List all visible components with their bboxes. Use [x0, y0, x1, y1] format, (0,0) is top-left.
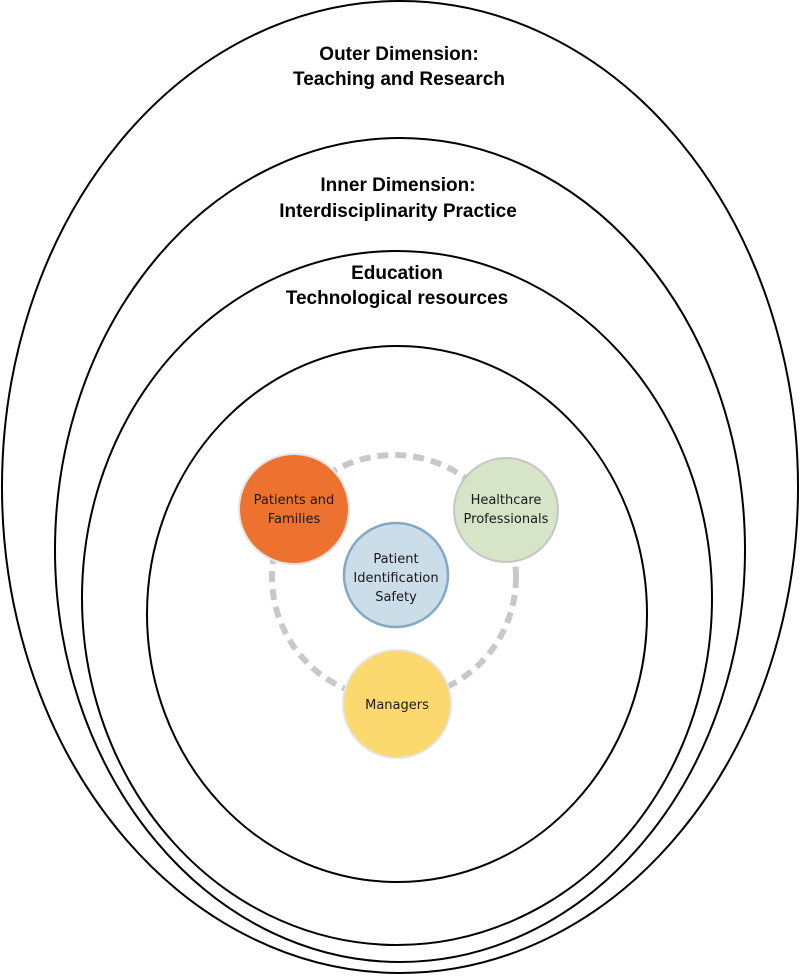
resources-label-line1: Education	[351, 263, 443, 284]
resources-label-line2: Technological resources	[286, 288, 508, 309]
dashed-connector-ring	[269, 452, 519, 702]
managers-circle	[342, 649, 452, 759]
healthcare-professionals-circle	[453, 457, 559, 563]
inner-dimension-label-line1: Inner Dimension:	[320, 175, 475, 196]
outer-dimension-label-line2: Teaching and Research	[293, 69, 505, 90]
node-patients-families: Patients and Families	[238, 453, 350, 565]
patient-safety-label-line1: Patient	[373, 552, 418, 567]
core-ellipse	[146, 345, 648, 883]
patients-families-circle	[238, 453, 350, 565]
patient-safety-label-line2: Identification	[353, 571, 438, 586]
outer-dimension-label-line1: Outer Dimension:	[319, 44, 478, 65]
managers-label: Managers	[365, 698, 429, 713]
node-healthcare-professionals: Healthcare Professionals	[453, 457, 559, 563]
healthcare-professionals-label-line1: Healthcare	[471, 493, 542, 508]
healthcare-professionals-label-line2: Professionals	[464, 512, 549, 527]
inner-dimension-label-line2: Interdisciplinarity Practice	[279, 201, 517, 222]
inner-dimension-ellipse	[54, 137, 746, 963]
patients-families-label-line1: Patients and	[254, 493, 335, 508]
patient-safety-label-line3: Safety	[375, 590, 417, 605]
node-patient-identification-safety: Patient Identification Safety	[342, 521, 450, 629]
patient-identification-safety-circle	[342, 521, 450, 629]
patients-families-label-line2: Families	[268, 512, 321, 527]
node-managers: Managers	[342, 649, 452, 759]
resources-ellipse	[81, 250, 713, 946]
